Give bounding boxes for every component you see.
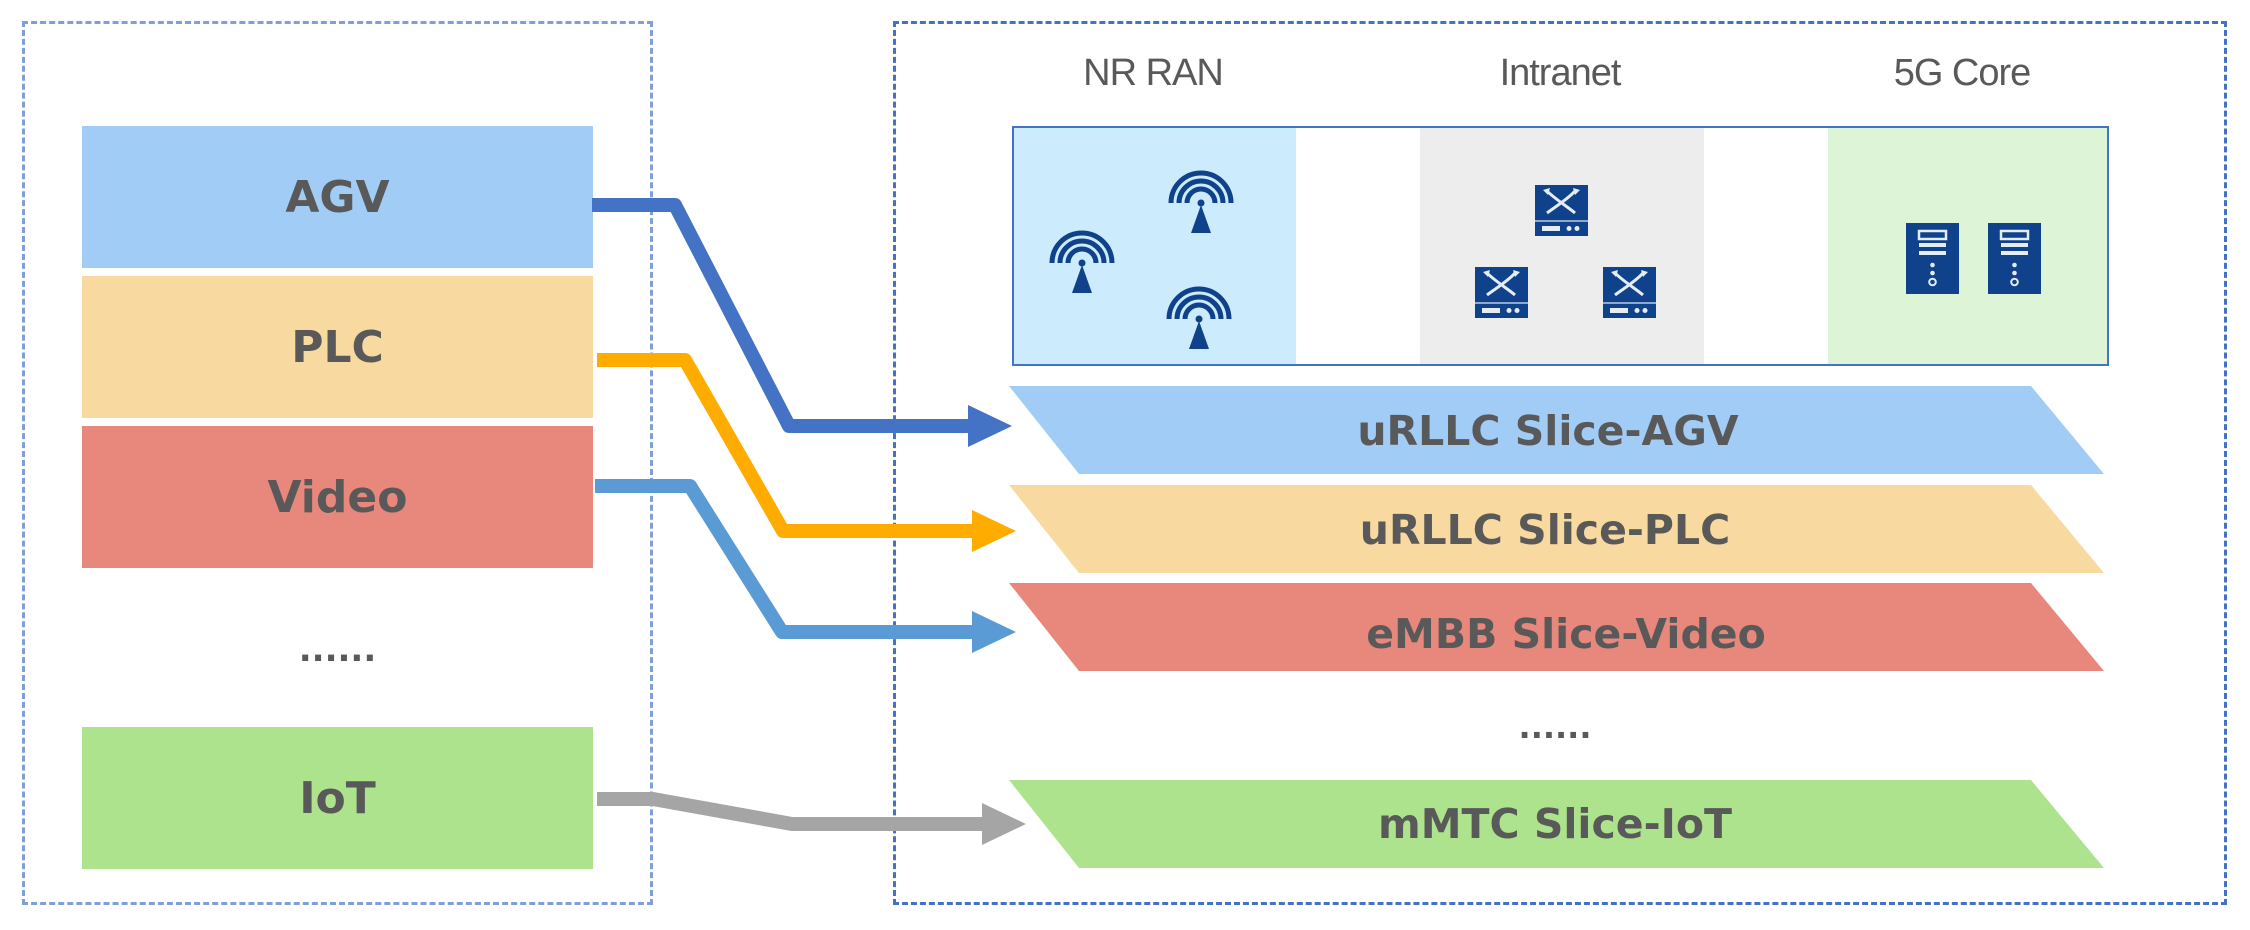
network-group-border — [893, 21, 2227, 905]
slice-eMBB-Video[interactable]: eMBB Slice-Video — [1009, 583, 2104, 671]
service-label: PLC — [291, 321, 384, 373]
arrow-line — [597, 792, 986, 831]
arrow-head — [968, 405, 1012, 447]
slice-shape — [1009, 583, 2104, 671]
switch-icon[interactable] — [1475, 267, 1528, 318]
service-box-plc[interactable]: PLC — [82, 276, 593, 418]
column-header-5g-core: 5G Core — [1893, 52, 2032, 94]
slice-label: mMTC Slice-IoT — [1378, 800, 1732, 848]
service-label: IoT — [299, 772, 376, 824]
arrow-line — [595, 479, 976, 639]
slice-label: uRLLC Slice-PLC — [1360, 506, 1730, 554]
switch-icon[interactable] — [1603, 267, 1656, 318]
slice-label: uRLLC Slice-AGV — [1357, 407, 1739, 455]
arrow-head — [972, 611, 1016, 653]
services-group-border — [22, 21, 653, 905]
5g-core-section — [1828, 128, 2107, 364]
service-box-video[interactable]: Video — [82, 426, 593, 568]
slice-shape — [1009, 780, 2104, 868]
switch-icon[interactable] — [1535, 185, 1588, 236]
arrow-line — [597, 353, 976, 538]
service-box-iot[interactable]: IoT — [82, 727, 593, 869]
services-ellipsis: ...... — [298, 630, 377, 670]
network-panel — [1012, 126, 2109, 366]
intranet-icons — [1475, 185, 1656, 318]
column-header-intranet: Intranet — [1499, 52, 1622, 94]
antenna-icon[interactable] — [1049, 230, 1115, 293]
service-box-agv[interactable]: AGV — [82, 126, 593, 268]
slice-shape — [1009, 386, 2104, 474]
arrow-iot-to-slice — [597, 792, 1026, 845]
nr-ran-icons — [1049, 170, 1234, 349]
antenna-icon[interactable] — [1168, 170, 1234, 233]
arrow-head — [972, 510, 1016, 552]
arrow-plc-to-slice — [597, 353, 1016, 552]
service-label: Video — [267, 471, 408, 523]
column-header-nr-ran: NR RAN — [1083, 52, 1224, 94]
nr-ran-section — [1014, 128, 1296, 364]
server-icon[interactable] — [1988, 223, 2041, 294]
slice-uRLLC-AGV[interactable]: uRLLC Slice-AGV — [1009, 386, 2104, 474]
server-icon[interactable] — [1906, 223, 1959, 294]
intranet-section — [1420, 128, 1704, 364]
5g-core-icons — [1906, 223, 2041, 294]
arrow-head — [982, 803, 1026, 845]
antenna-icon[interactable] — [1166, 286, 1232, 349]
slice-mMTC-IoT[interactable]: mMTC Slice-IoT — [1009, 780, 2104, 868]
slice-uRLLC-PLC[interactable]: uRLLC Slice-PLC — [1009, 485, 2104, 573]
slice-shape — [1009, 485, 2104, 573]
service-label: AGV — [285, 171, 390, 223]
arrow-line — [592, 198, 972, 433]
slices-ellipsis: ...... — [1519, 708, 1592, 746]
arrow-agv-to-slice — [592, 198, 1012, 447]
arrow-video-to-slice — [595, 479, 1016, 653]
slice-label: eMBB Slice-Video — [1366, 610, 1766, 658]
